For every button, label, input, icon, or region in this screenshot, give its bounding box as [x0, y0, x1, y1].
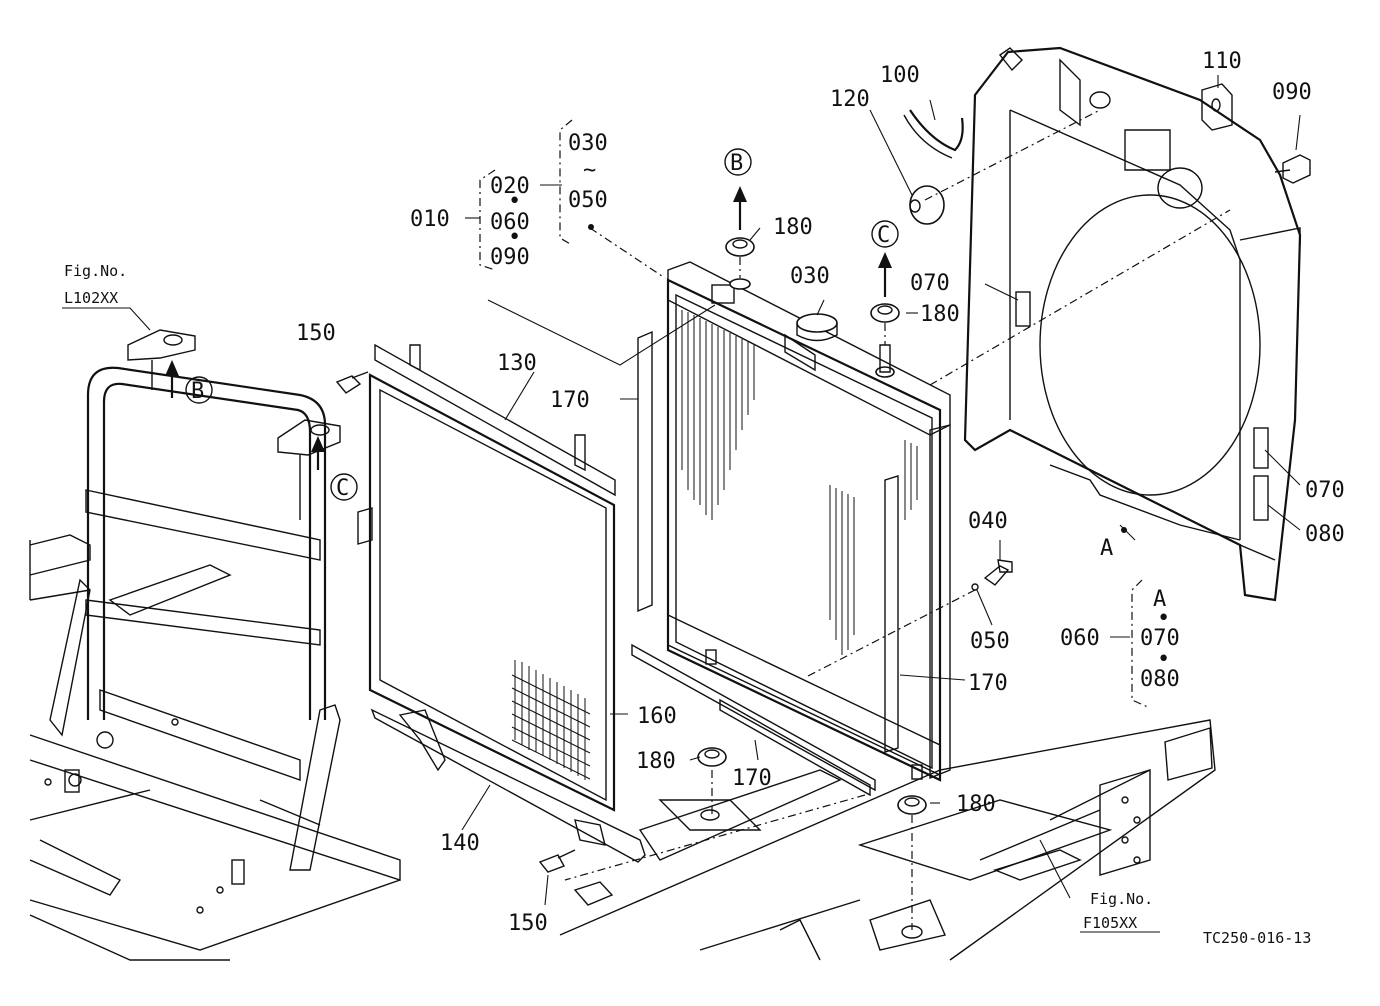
label-170-left: 170: [550, 388, 590, 413]
dot-060-090: •: [508, 225, 521, 250]
label-120: 120: [830, 87, 870, 112]
label-180-bottom-right: 180: [956, 792, 996, 817]
marker-c-top-label: C: [877, 223, 890, 248]
label-030-cap: 030: [790, 264, 830, 289]
label-070-group: 070: [1140, 626, 1180, 651]
radiator-core: [666, 261, 951, 782]
marker-c-left-label: C: [336, 476, 349, 501]
label-050-drain: 050: [970, 629, 1010, 654]
marker-b-top-label: B: [730, 151, 743, 176]
label-080-lower: 080: [1305, 522, 1345, 547]
label-150-top: 150: [296, 321, 336, 346]
marker-b-left: [185, 376, 213, 404]
marker-c-left: [330, 473, 358, 501]
label-020: 020: [490, 174, 530, 199]
label-130: 130: [497, 351, 537, 376]
figure-code: TC250-016-13: [1203, 929, 1311, 947]
part-labels: 010 020 • 060 • 090 030 ~ 050 180 030 18…: [64, 49, 1345, 947]
label-030-group: 030: [568, 131, 608, 156]
fig-ref-left-label: Fig.No.: [64, 262, 127, 280]
label-a-group: A: [1153, 587, 1166, 612]
marker-c-top: [871, 220, 899, 248]
label-090-bolt: 090: [1272, 80, 1312, 105]
label-060: 060: [1060, 626, 1100, 651]
label-040: 040: [968, 509, 1008, 534]
marker-b-left-label: B: [191, 379, 204, 404]
label-a-point: A: [1100, 536, 1113, 561]
label-140: 140: [440, 831, 480, 856]
small-parts: [903, 83, 1311, 225]
label-180-bottom-left: 180: [636, 749, 676, 774]
fan-shroud: [963, 46, 1302, 602]
label-170-right: 170: [968, 671, 1008, 696]
dot-a-070: •: [1157, 606, 1170, 631]
label-070-upper: 070: [910, 271, 950, 296]
label-060-group: 060: [490, 210, 530, 235]
label-050-group: 050: [568, 188, 608, 213]
dot-020-060: •: [508, 189, 521, 214]
fin-pattern: [681, 310, 918, 655]
label-180-right: 180: [920, 302, 960, 327]
label-180-top: 180: [773, 215, 813, 240]
label-100: 100: [880, 63, 920, 88]
leader-lines: [62, 75, 1301, 933]
lower-support-bar: [370, 708, 646, 863]
front-guard-frame: [29, 329, 401, 961]
fig-ref-left-code: L102XX: [64, 289, 118, 307]
range-030-050: ~: [583, 158, 596, 183]
fig-ref-right-code: F105XX: [1083, 914, 1137, 932]
grommets: [697, 237, 927, 815]
marker-b-top: [724, 148, 752, 176]
label-110: 110: [1202, 49, 1242, 74]
label-090-group: 090: [490, 245, 530, 270]
label-170-bottom: 170: [732, 766, 772, 791]
label-070-lower: 070: [1305, 478, 1345, 503]
label-150-bottom: 150: [508, 911, 548, 936]
reference-markers: B C B C: [185, 148, 899, 501]
label-080-group: 080: [1140, 667, 1180, 692]
fig-ref-right-label: Fig.No.: [1090, 890, 1153, 908]
label-160: 160: [637, 704, 677, 729]
base-frame: [559, 719, 1216, 961]
seal-strips: [631, 330, 899, 797]
radiator-screen: [357, 343, 616, 812]
bolts: [335, 371, 576, 873]
dot-070-080: •: [1157, 647, 1170, 672]
label-010: 010: [410, 207, 450, 232]
drain-cock: [971, 559, 1013, 591]
